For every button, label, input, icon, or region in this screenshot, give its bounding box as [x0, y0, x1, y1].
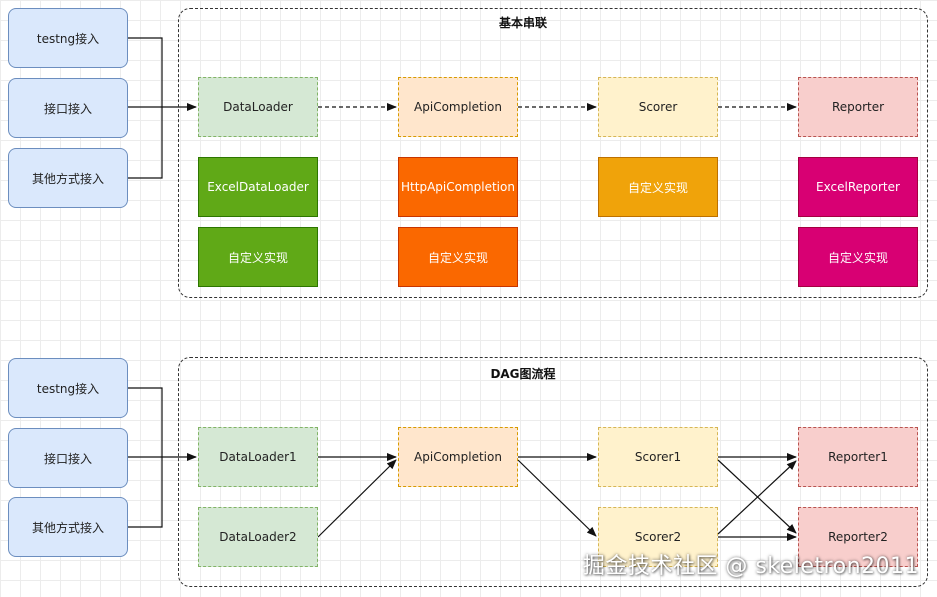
- dag-arrow-scorer2-reporter1: [717, 460, 797, 535]
- top-group-title: 基本串联: [498, 16, 547, 30]
- top-entry-api[interactable]: 接口接入: [8, 78, 128, 138]
- top-entry-other[interactable]: 其他方式接入: [8, 148, 128, 208]
- excel-dataloader-node[interactable]: ExcelDataLoader: [198, 157, 318, 217]
- dag-arrow-loader2-completion: [317, 459, 397, 538]
- top-reporter-node[interactable]: Reporter: [798, 77, 918, 137]
- bottom-group-title: DAG图流程: [490, 367, 556, 381]
- apicompletion-custom-node[interactable]: 自定义实现: [398, 227, 518, 287]
- excel-reporter-node[interactable]: ExcelReporter: [798, 157, 918, 217]
- http-apicompletion-node[interactable]: HttpApiCompletion: [398, 157, 518, 217]
- dag-reporter2-node[interactable]: Reporter2: [798, 507, 918, 567]
- dag-dataloader1-node[interactable]: DataLoader1: [198, 427, 318, 487]
- top-group-frame: [178, 8, 928, 298]
- top-dataloader-node[interactable]: DataLoader: [198, 77, 318, 137]
- bottom-group-frame: [178, 357, 928, 587]
- top-apicompletion-node[interactable]: ApiCompletion: [398, 77, 518, 137]
- watermark-text: 掘金技术社区 @ skeletron2011: [582, 554, 919, 579]
- reporter-custom-node[interactable]: 自定义实现: [798, 227, 918, 287]
- dag-apicompletion-node[interactable]: ApiCompletion: [398, 427, 518, 487]
- dataloader-custom-node[interactable]: 自定义实现: [198, 227, 318, 287]
- dag-dataloader2-node[interactable]: DataLoader2: [198, 507, 318, 567]
- dag-arrow-scorer1-reporter2: [717, 459, 797, 534]
- scorer-custom-node[interactable]: 自定义实现: [598, 157, 718, 217]
- bottom-entry-api[interactable]: 接口接入: [8, 428, 128, 488]
- bottom-entry-other[interactable]: 其他方式接入: [8, 497, 128, 557]
- dag-arrow-completion-scorer2: [517, 459, 597, 537]
- dag-scorer1-node[interactable]: Scorer1: [598, 427, 718, 487]
- top-scorer-node[interactable]: Scorer: [598, 77, 718, 137]
- top-entry-testng[interactable]: testng接入: [8, 8, 128, 68]
- dag-scorer2-node[interactable]: Scorer2: [598, 507, 718, 567]
- top-entry-connector: [128, 37, 163, 179]
- bottom-entry-testng[interactable]: testng接入: [8, 358, 128, 418]
- dag-reporter1-node[interactable]: Reporter1: [798, 427, 918, 487]
